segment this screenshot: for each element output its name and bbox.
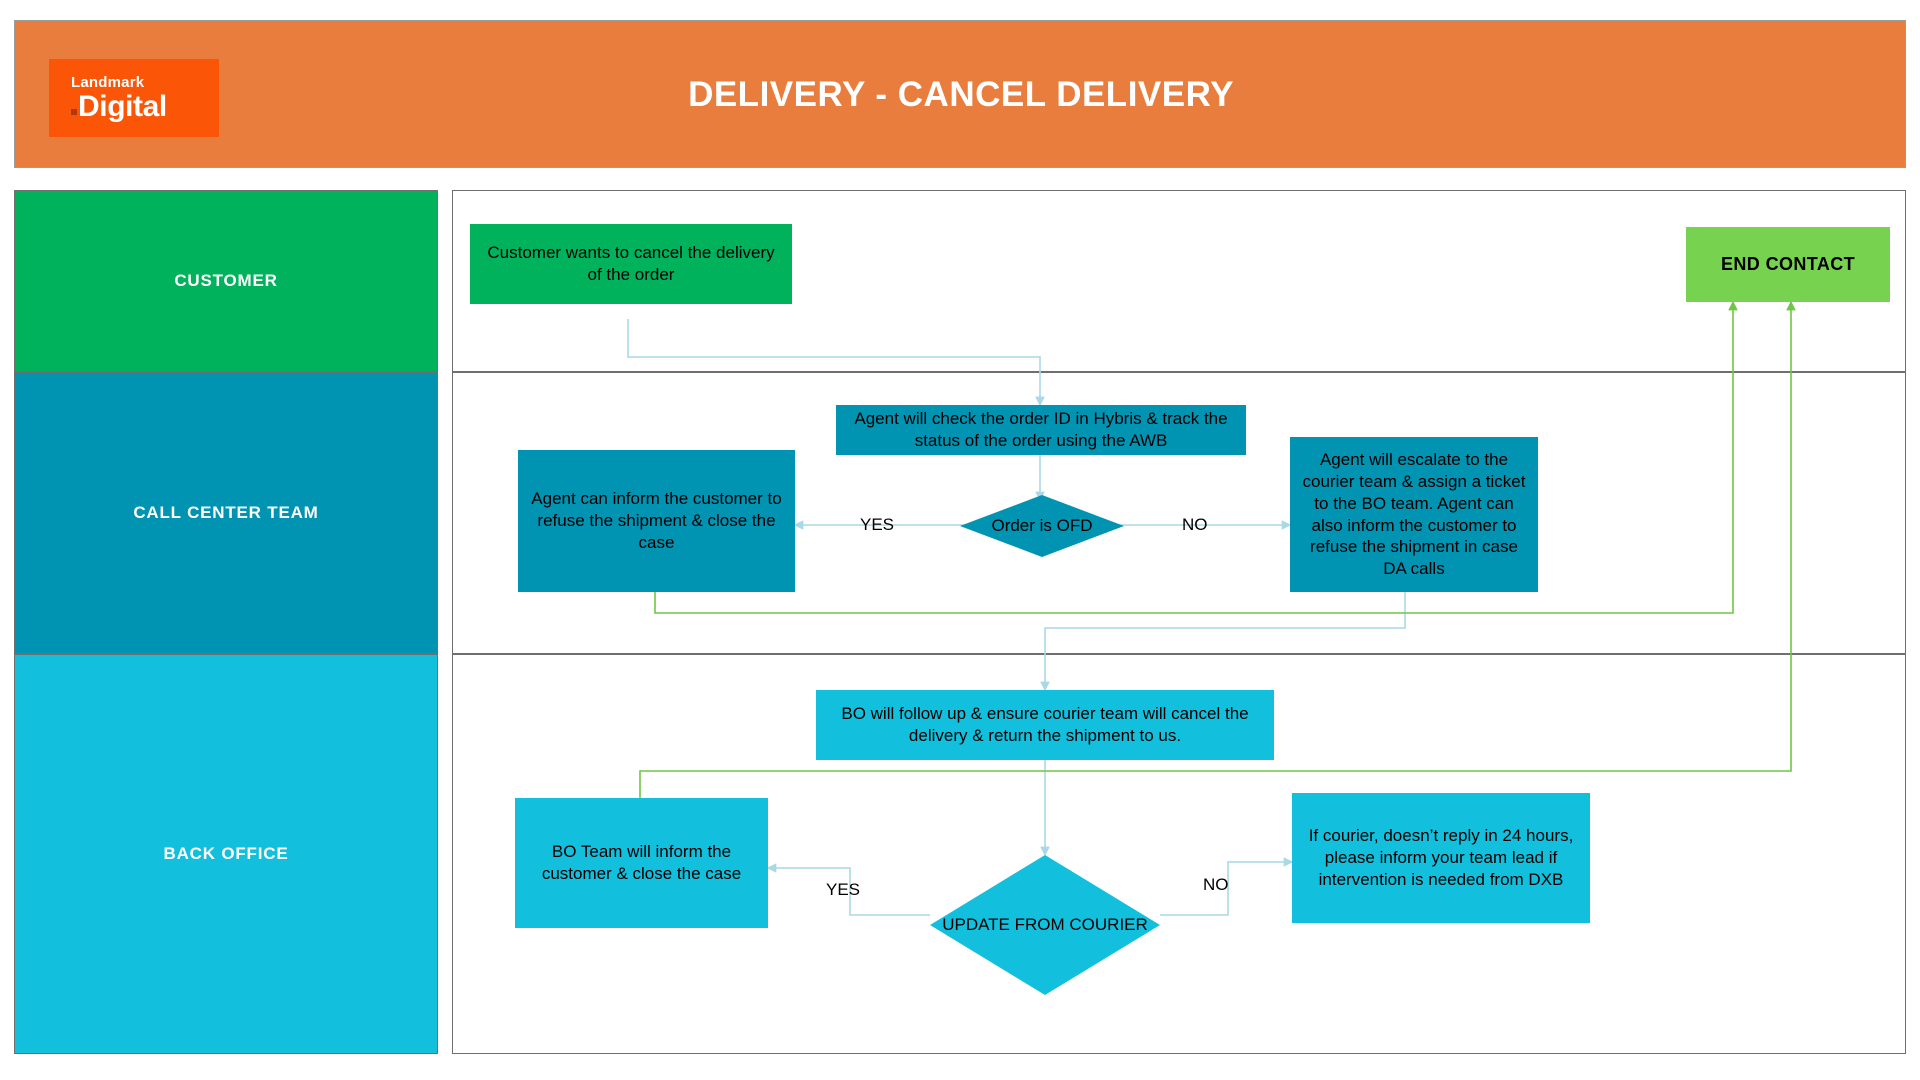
lane-label-call-center-team: CALL CENTER TEAM	[14, 372, 438, 654]
lane-label-back-office-text: BACK OFFICE	[163, 844, 289, 863]
node-bo-escalate-dxb[interactable]: If courier, doesn’t reply in 24 hours, p…	[1292, 793, 1590, 923]
diamond-shape-update-from-courier	[930, 855, 1160, 995]
node-agent-inform-refuse-shipment-text: Agent can inform the customer to refuse …	[531, 489, 782, 552]
lane-label-customer: CUSTOMER	[14, 190, 438, 372]
node-end-contact-text: END CONTACT	[1720, 253, 1856, 274]
logo-wordmark-bottom-text: Digital	[78, 89, 167, 123]
node-customer-wants-cancel[interactable]: Customer wants to cancel the delivery of…	[470, 224, 792, 304]
node-end-contact[interactable]: END CONTACT	[1686, 227, 1890, 302]
lane-label-customer-text: CUSTOMER	[174, 271, 278, 290]
node-decision-order-is-ofd[interactable]: Order is OFD	[960, 495, 1124, 557]
node-bo-team-inform-customer[interactable]: BO Team will inform the customer & close…	[515, 798, 768, 928]
logo-wordmark-top: Landmark	[71, 73, 145, 91]
node-bo-team-inform-customer-text: BO Team will inform the customer & close…	[541, 842, 742, 883]
node-decision-order-is-ofd-text: Order is OFD	[991, 516, 1093, 536]
page-title: DELIVERY - CANCEL DELIVERY	[688, 75, 1234, 114]
node-agent-inform-refuse-shipment[interactable]: Agent can inform the customer to refuse …	[518, 450, 795, 592]
node-agent-escalate-courier-text: Agent will escalate to the courier team …	[1302, 450, 1526, 578]
landmark-digital-logo: Landmark Digital	[49, 59, 219, 137]
node-customer-wants-cancel-text: Customer wants to cancel the delivery of…	[487, 243, 775, 284]
logo-wordmark-bottom: Digital	[71, 89, 167, 123]
edge-label-cc-no: NO	[1182, 515, 1208, 534]
node-agent-check-order-id[interactable]: Agent will check the order ID in Hybris …	[836, 405, 1246, 455]
edge-label-cc-yes: YES	[860, 515, 895, 534]
lane-label-call-center-team-text: CALL CENTER TEAM	[133, 503, 319, 522]
edge-label-bo-no: NO	[1203, 875, 1229, 894]
node-decision-update-from-courier-text: UPDATE FROM COURIER	[942, 915, 1148, 935]
lane-label-back-office: BACK OFFICE	[14, 654, 438, 1054]
node-decision-update-from-courier[interactable]: UPDATE FROM COURIER	[930, 855, 1160, 995]
node-agent-escalate-courier[interactable]: Agent will escalate to the courier team …	[1290, 437, 1538, 592]
header-banner: Landmark Digital DELIVERY - CANCEL DELIV…	[14, 20, 1906, 168]
node-bo-escalate-dxb-text: If courier, doesn’t reply in 24 hours, p…	[1308, 826, 1574, 889]
node-bo-follow-up-courier[interactable]: BO will follow up & ensure courier team …	[816, 690, 1274, 760]
node-bo-follow-up-courier-text: BO will follow up & ensure courier team …	[841, 704, 1249, 745]
node-agent-check-order-id-text: Agent will check the order ID in Hybris …	[854, 409, 1228, 450]
logo-dot-icon	[71, 108, 77, 115]
edge-label-bo-yes: YES	[826, 880, 861, 899]
